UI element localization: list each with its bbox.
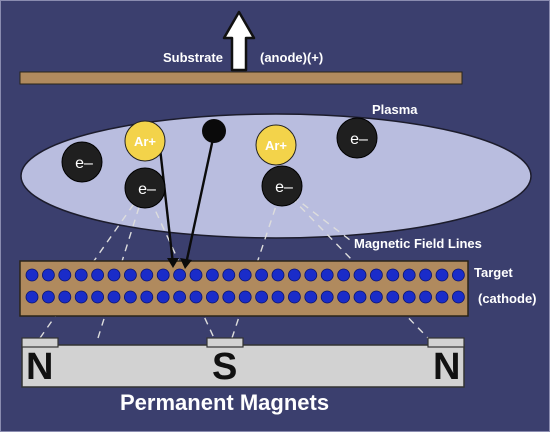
magnet-pole-center-cap: [206, 337, 244, 348]
electron-label: e–: [350, 131, 368, 148]
target-atom: [304, 268, 318, 282]
target-atom: [255, 268, 269, 282]
pole-right-label: N: [433, 346, 461, 388]
target-atom: [25, 268, 39, 282]
target-atom: [369, 268, 383, 282]
substrate-label: Substrate: [163, 50, 223, 65]
target-label: Target: [474, 265, 513, 280]
target-atom: [255, 290, 269, 304]
target-atom: [74, 290, 88, 304]
arrow-head-icon: [180, 258, 192, 269]
target-atom: [353, 290, 367, 304]
anode-label: (anode)(+): [260, 50, 324, 65]
target-atom: [107, 268, 121, 282]
field-lines-label: Magnetic Field Lines: [354, 236, 482, 251]
up-arrow-icon: [222, 10, 256, 72]
arrow-head-icon: [167, 258, 179, 268]
argon-ion: [255, 124, 297, 166]
magnets-label: Permanent Magnets: [120, 390, 330, 415]
target-atom: [173, 268, 187, 282]
target-atom: [320, 290, 334, 304]
target-atom: [402, 290, 416, 304]
target-atom: [271, 268, 285, 282]
electron: [336, 117, 378, 159]
target-atom: [419, 290, 433, 304]
target-atom: [205, 290, 219, 304]
electron: [124, 167, 166, 209]
electron: [261, 165, 303, 207]
target-atom: [58, 290, 72, 304]
argon-ion-label: Ar+: [134, 134, 156, 149]
magnet-pole-left-cap: [21, 337, 59, 348]
pole-center-label: S: [212, 346, 238, 388]
target-atom: [337, 290, 351, 304]
target-atom: [386, 290, 400, 304]
target-atom: [222, 290, 236, 304]
target-atom: [173, 290, 187, 304]
target-atom: [353, 268, 367, 282]
target-atom: [238, 290, 252, 304]
target-atom: [58, 268, 72, 282]
target-atom: [25, 290, 39, 304]
plasma-label: Plasma: [372, 102, 418, 117]
pole-left-label: N: [26, 346, 54, 388]
target-atom: [107, 290, 121, 304]
target-atom: [337, 268, 351, 282]
target-atom: [156, 268, 170, 282]
target-atom: [451, 268, 465, 282]
target-atom: [320, 268, 334, 282]
target-atom: [42, 290, 55, 304]
target-atom: [287, 268, 301, 282]
electron-label: e–: [75, 155, 93, 172]
argon-ion-label: Ar+: [265, 138, 287, 153]
target-atom: [140, 290, 154, 304]
target-atom: [435, 268, 449, 282]
target-atom: [91, 268, 104, 282]
target-atom: [419, 268, 433, 282]
target-atom: [287, 290, 301, 304]
magnet-bar: [21, 344, 465, 388]
target-atom: [451, 290, 465, 304]
electron-label: e–: [138, 181, 156, 198]
target-atom: [42, 268, 55, 282]
target-atom: [271, 290, 285, 304]
target-atom: [156, 290, 170, 304]
target-atom: [140, 268, 154, 282]
target-atom: [123, 290, 137, 304]
target-atom: [304, 290, 318, 304]
target-atom: [435, 290, 449, 304]
substrate-bar: [19, 71, 463, 85]
sputtered-atom: [202, 119, 226, 143]
argon-ion: [124, 120, 166, 162]
magnet-pole-right-cap: [427, 337, 465, 348]
target-atom: [91, 290, 104, 304]
electron-label: e–: [275, 179, 293, 196]
target-atom: [238, 268, 252, 282]
target-atom: [222, 268, 236, 282]
target-atom: [386, 268, 400, 282]
cathode-label: (cathode): [478, 291, 537, 306]
target-atom: [123, 268, 137, 282]
target-atoms: [25, 268, 465, 304]
electron: [61, 141, 103, 183]
target-atom: [402, 268, 416, 282]
ion-trajectory: [158, 147, 175, 265]
target-atom: [369, 290, 383, 304]
ion-trajectory: [184, 133, 216, 265]
target-atom: [189, 290, 203, 304]
ion-trajectories: [158, 133, 216, 265]
target-atom: [205, 268, 219, 282]
target-atom: [74, 268, 88, 282]
target-atom: [189, 268, 203, 282]
